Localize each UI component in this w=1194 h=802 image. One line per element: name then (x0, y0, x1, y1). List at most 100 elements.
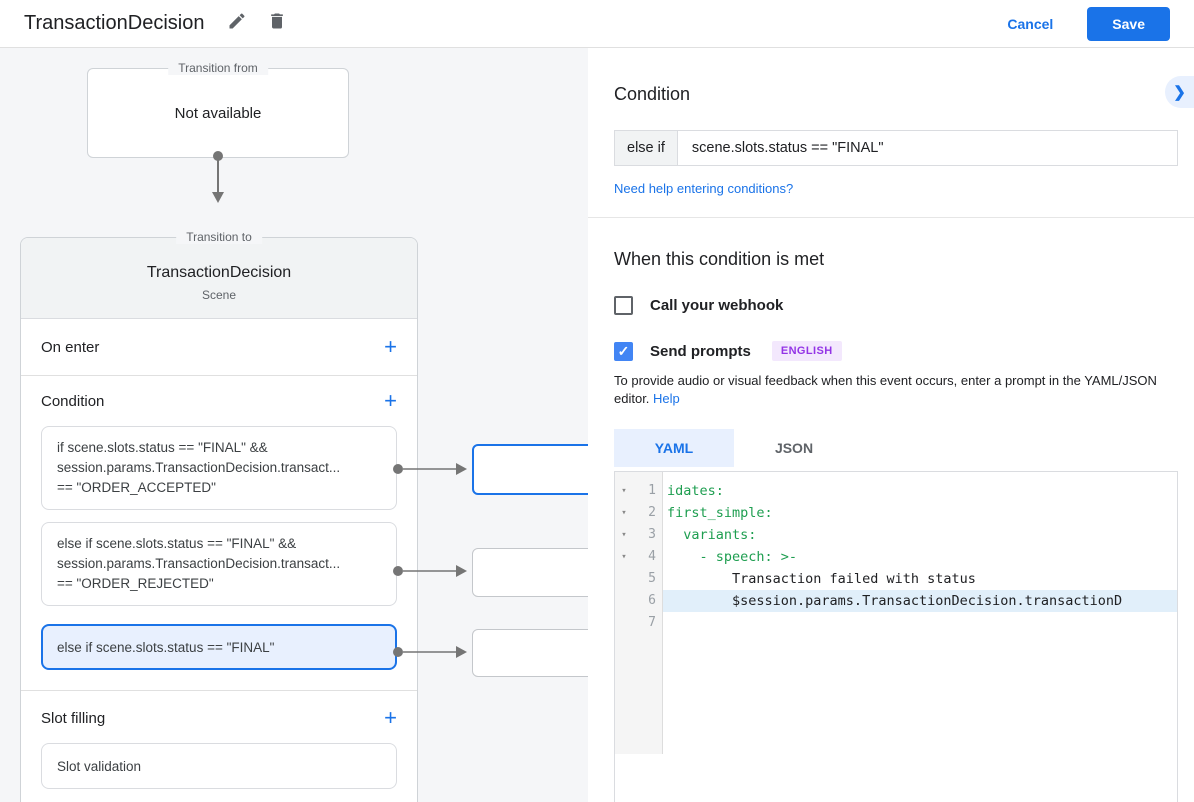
code-text: Transaction failed with status (667, 571, 976, 587)
editor-gutter: ▾ 4 (615, 546, 663, 568)
fold-arrow-icon[interactable]: ▾ (621, 552, 627, 562)
prompt-hint-text: To provide audio or visual feedback when… (614, 372, 1180, 408)
editor-gutter: ▾ 1 (615, 480, 663, 502)
line-number: 5 (648, 571, 656, 586)
send-prompts-label: Send prompts (650, 342, 751, 360)
scene-title: TransactionDecision (146, 264, 292, 281)
transition-target-box-1[interactable] (472, 444, 598, 495)
editor-gutter (615, 472, 663, 480)
cancel-button[interactable]: Cancel (1007, 15, 1054, 32)
editor-gutter: ▾ 2 (615, 502, 663, 524)
scene-card: Transition to TransactionDecision Scene … (20, 230, 418, 802)
tab-json[interactable]: JSON (774, 440, 814, 456)
line-number: 6 (648, 593, 656, 608)
add-on-enter-button plus-icon[interactable]: + (384, 334, 397, 359)
condition-text-line: session.params.TransactionDecision.trans… (57, 556, 341, 571)
code-text (663, 612, 1177, 634)
code-text: idates: (667, 483, 724, 499)
condition-input-row: else if (614, 130, 1178, 166)
send-prompts-row: ✓ Send prompts ENGLISH (614, 341, 1178, 361)
editor-line[interactable]: ▾ 2 first_simple: (615, 502, 1177, 524)
transition-from-box: Transition from Not available (87, 61, 349, 158)
help-link[interactable]: Help (653, 391, 680, 406)
tab-yaml[interactable]: YAML (614, 429, 734, 467)
code-text: $session.params.TransactionDecision.tran… (663, 590, 1177, 612)
edit-scene-button[interactable] (226, 13, 248, 35)
add-condition-button plus-icon[interactable]: + (384, 388, 397, 413)
call-webhook-label: Call your webhook (650, 297, 784, 314)
code-text: first_simple: (667, 505, 773, 521)
condition-text-line: == "ORDER_ACCEPTED" (57, 480, 216, 495)
editor-line[interactable]: ▾ 4 - speech: >- (615, 546, 1177, 568)
transition-from-value: Not available (174, 105, 262, 122)
transition-target-box-3[interactable] (472, 629, 598, 677)
editor-line[interactable]: 7 (615, 612, 1177, 634)
slot-validation-item[interactable]: Slot validation (41, 743, 397, 789)
call-webhook-checkbox[interactable] (614, 296, 633, 315)
check-icon: ✓ (617, 342, 630, 359)
hint-text: To provide audio or visual feedback when… (614, 373, 1157, 406)
editor-gutter: 5 (615, 568, 663, 590)
condition-expression-input[interactable] (676, 130, 1178, 166)
line-number: 4 (648, 549, 656, 564)
condition-detail-panel: ❯ Condition else if Need help entering c… (588, 48, 1194, 802)
transition-from-legend: Transition from (168, 61, 268, 75)
fold-arrow-icon[interactable]: ▾ (621, 530, 627, 540)
editor-gutter: ▾ 3 (615, 524, 663, 546)
scene-subtitle: Scene (201, 288, 237, 302)
on-enter-label: On enter (41, 338, 100, 356)
scene-card-header: TransactionDecision Scene (21, 238, 417, 319)
trash-icon (267, 11, 287, 36)
code-text: variants: (667, 527, 757, 543)
editor-line[interactable]: ▾ 1 idates: (615, 480, 1177, 502)
condition-text-line: else if scene.slots.status == "FINAL" && (57, 536, 297, 551)
top-bar: TransactionDecision Cancel Save (0, 0, 1194, 48)
editor-padding (663, 472, 1177, 480)
yaml-code-editor[interactable]: ▾ 1 idates: ▾ 2 first_simple: ▾ 3 varian… (614, 471, 1178, 802)
webhook-row: Call your webhook (614, 296, 1178, 315)
editor-line[interactable]: ▾ 3 variants: (615, 524, 1177, 546)
page-title: TransactionDecision (24, 12, 205, 34)
slot-validation-label: Slot validation (57, 758, 142, 774)
editor-gutter: 6 (615, 590, 663, 612)
fold-spacer (615, 590, 633, 612)
line-number: 3 (648, 527, 656, 542)
language-badge: ENGLISH (771, 341, 842, 361)
condition-item-final-selected[interactable]: else if scene.slots.status == "FINAL" (41, 624, 397, 670)
on-enter-row[interactable]: On enter + (21, 319, 417, 376)
save-button[interactable]: Save (1087, 6, 1170, 41)
pencil-icon (227, 11, 247, 36)
condition-item-order-accepted[interactable]: if scene.slots.status == "FINAL" && sess… (41, 426, 397, 510)
editor-line[interactable]: 5 Transaction failed with status (615, 568, 1177, 590)
delete-scene-button[interactable] (266, 13, 288, 35)
add-slot-button plus-icon[interactable]: + (384, 705, 397, 730)
editor-gutter: 7 (615, 612, 663, 634)
fold-arrow-icon[interactable]: ▾ (621, 508, 627, 518)
collapse-panel-button[interactable]: ❯ (1165, 76, 1194, 108)
fold-spacer (615, 568, 633, 590)
condition-text-line: else if scene.slots.status == "FINAL" (57, 640, 275, 655)
line-number: 2 (648, 505, 656, 520)
line-number: 7 (648, 615, 656, 630)
condition-section: Condition + if scene.slots.status == "FI… (21, 376, 417, 670)
send-prompts-checkbox[interactable]: ✓ (614, 341, 633, 361)
transition-target-box-2[interactable] (472, 548, 598, 597)
condition-section-label: Condition (41, 392, 105, 410)
editor-tabs: YAML JSON (614, 429, 1178, 467)
condition-item-order-rejected[interactable]: else if scene.slots.status == "FINAL" &&… (41, 522, 397, 606)
line-number: 1 (648, 483, 656, 498)
slot-filling-label: Slot filling (41, 709, 106, 727)
transition-to-legend: Transition to (176, 230, 262, 244)
conditions-help-link[interactable]: Need help entering conditions? (614, 181, 794, 196)
fold-spacer (615, 612, 633, 634)
editor-padding (663, 634, 1177, 754)
fold-arrow-icon[interactable]: ▾ (621, 486, 627, 496)
editor-empty-area[interactable] (615, 634, 1177, 754)
slot-filling-row: Slot filling + (21, 693, 417, 743)
panel-divider (588, 217, 1194, 218)
chevron-right-icon: ❯ (1173, 84, 1186, 101)
editor-line-highlighted[interactable]: 6 $session.params.TransactionDecision.tr… (615, 590, 1177, 612)
code-text: - speech: >- (667, 549, 798, 565)
condition-text-line: session.params.TransactionDecision.trans… (57, 460, 341, 475)
